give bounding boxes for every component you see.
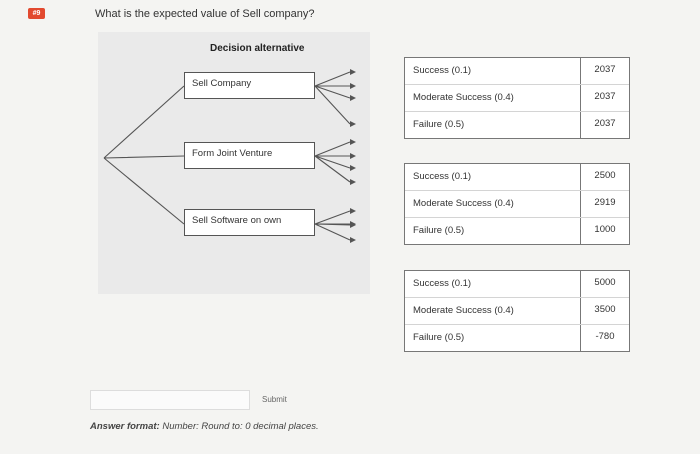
question-text: What is the expected value of Sell compa… [95,8,315,20]
answer-format-text: Number: Round to: 0 decimal places. [162,421,319,432]
outcome-value: 1000 [594,224,616,235]
alternative-label: Sell Software on own [192,215,282,226]
outcome-label: Moderate Success (0.4) [405,191,581,217]
outcome-table-joint-venture: Success (0.1) 2500 Moderate Success (0.4… [404,163,630,245]
outcome-label: Success (0.1) [405,58,581,84]
outcome-label: Moderate Success (0.4) [405,85,581,111]
outcome-value: 3500 [594,304,616,315]
alternative-form-joint-venture: Form Joint Venture [184,142,315,169]
outcome-label: Success (0.1) [405,164,581,190]
outcome-row: Moderate Success (0.4) 2919 [405,191,629,218]
submit-button[interactable]: Submit [262,395,287,404]
outcome-value: 2037 [594,91,616,102]
outcome-label: Failure (0.5) [405,218,581,244]
outcome-value: 2500 [594,170,616,181]
outcome-value: 2037 [594,118,616,129]
answer-format-note: Answer format: Number: Round to: 0 decim… [90,421,319,432]
outcome-label: Success (0.1) [405,271,581,297]
outcome-row: Moderate Success (0.4) 3500 [405,298,629,325]
outcome-row: Moderate Success (0.4) 2037 [405,85,629,112]
outcome-value: 5000 [594,277,616,288]
outcome-label: Failure (0.5) [405,325,581,351]
outcome-row: Failure (0.5) 1000 [405,218,629,244]
alternative-label: Sell Company [192,78,252,89]
outcome-row: Failure (0.5) 2037 [405,112,629,138]
answer-input[interactable] [90,390,250,410]
outcome-row: Success (0.1) 2037 [405,58,629,85]
outcome-value: 2919 [594,197,616,208]
diagram-title: Decision alternative [210,43,305,54]
outcome-label: Moderate Success (0.4) [405,298,581,324]
outcome-value: 2037 [594,64,616,75]
question-number-badge: #9 [28,8,45,19]
outcome-row: Failure (0.5) -780 [405,325,629,351]
outcome-table-sell-company: Success (0.1) 2037 Moderate Success (0.4… [404,57,630,139]
answer-format-label: Answer format: [90,421,160,432]
outcome-row: Success (0.1) 2500 [405,164,629,191]
alternative-label: Form Joint Venture [192,148,273,159]
alternative-sell-software: Sell Software on own [184,209,315,236]
outcome-row: Success (0.1) 5000 [405,271,629,298]
outcome-label: Failure (0.5) [405,112,581,138]
outcome-value: -780 [595,331,615,342]
alternative-sell-company: Sell Company [184,72,315,99]
outcome-table-sell-software: Success (0.1) 5000 Moderate Success (0.4… [404,270,630,352]
